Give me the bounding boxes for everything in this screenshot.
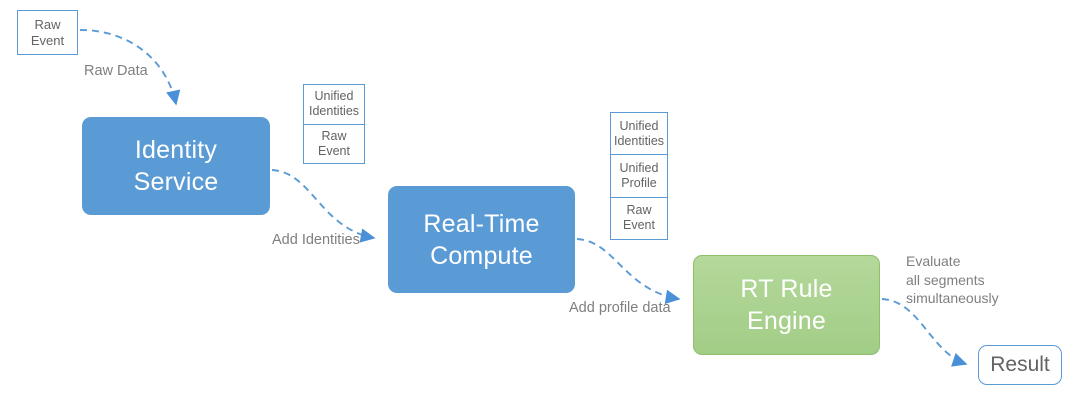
payload-cell-unified-identities: Unified Identities	[611, 113, 667, 156]
node-realtime-compute[interactable]: Real-Time Compute	[388, 186, 575, 293]
payload-stack-after-realtime-compute: Unified Identities Unified Profile Raw E…	[610, 112, 668, 240]
payload-cell-unified-identities: Unified Identities	[304, 85, 364, 125]
payload-cell-raw-event: Raw Event	[318, 128, 350, 158]
payload-cell-unified-profile: Unified Profile	[611, 155, 667, 198]
edge-label-raw-data: Raw Data	[84, 63, 148, 79]
edge-label-add-identities: Add Identities	[272, 232, 360, 248]
connector-add-profile-data	[576, 238, 681, 304]
connector-evaluate	[881, 298, 968, 367]
edge-label-evaluate-all-segments: Evaluate all segments simultaneously	[906, 253, 999, 307]
node-rt-rule-engine[interactable]: RT Rule Engine	[693, 255, 880, 355]
payload-stack-after-identity-service: Unified Identities Raw Event	[303, 84, 365, 164]
payload-cell-raw-event: Raw Event	[623, 203, 655, 233]
edge-label-add-profile-data: Add profile data	[569, 300, 671, 316]
node-result[interactable]: Result	[978, 345, 1062, 385]
connector-add-identities	[271, 169, 376, 243]
node-identity-service[interactable]: Identity Service	[82, 117, 270, 215]
node-raw-event-source[interactable]: Raw Event	[17, 10, 78, 55]
